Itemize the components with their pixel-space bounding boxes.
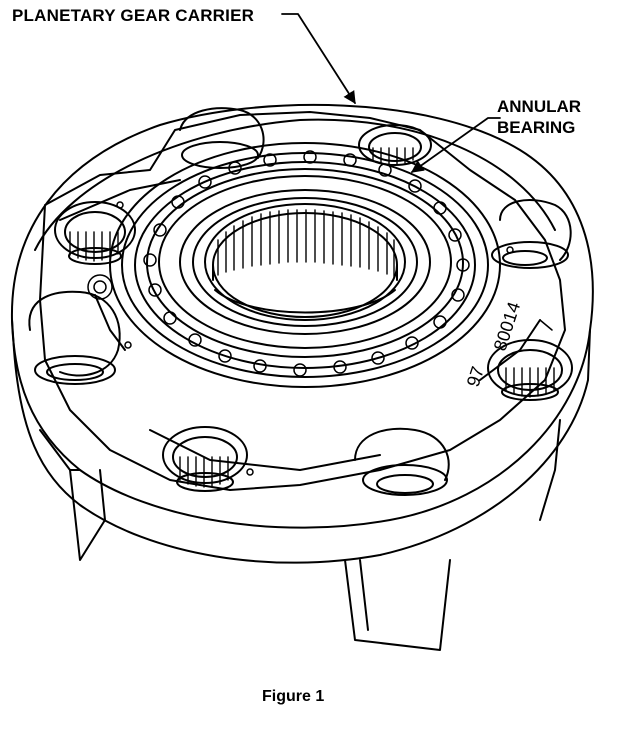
planet-gear-right bbox=[487, 339, 573, 401]
pin-bore-left bbox=[28, 290, 121, 385]
annular-bearing-label: ANNULAR BEARING bbox=[497, 96, 581, 138]
annular-label-line1: ANNULAR bbox=[497, 97, 582, 116]
leader-lines bbox=[281, 13, 501, 173]
serial-stamp: 80014 97 bbox=[463, 299, 524, 389]
pin-bores bbox=[28, 107, 572, 496]
bearing-leader bbox=[410, 117, 501, 173]
needle-rollers bbox=[217, 209, 395, 278]
planetary-gear-carrier-label: PLANETARY GEAR CARRIER bbox=[12, 6, 255, 25]
pin-bore-bottom bbox=[354, 427, 450, 496]
stamp-serial: 80014 bbox=[490, 299, 524, 353]
detail-marks bbox=[87, 201, 553, 476]
carrier-legs bbox=[39, 419, 561, 651]
outer-flange bbox=[10, 104, 594, 564]
carrier-leader bbox=[281, 13, 356, 105]
planet-gear-left bbox=[54, 201, 136, 265]
planet-gears bbox=[54, 124, 573, 492]
annular-bearing bbox=[109, 142, 501, 388]
planet-gear-bottom bbox=[162, 426, 248, 492]
figure-caption: Figure 1 bbox=[262, 688, 325, 705]
planet-gear-top bbox=[358, 124, 432, 166]
stamp-prefix: 97 bbox=[463, 364, 488, 389]
center-needle-bearing bbox=[179, 189, 431, 335]
annular-label-line2: BEARING bbox=[497, 118, 576, 137]
bearing-balls bbox=[143, 150, 470, 377]
pin-bore-upper-left bbox=[179, 107, 265, 169]
pin-bore-right bbox=[491, 199, 572, 269]
